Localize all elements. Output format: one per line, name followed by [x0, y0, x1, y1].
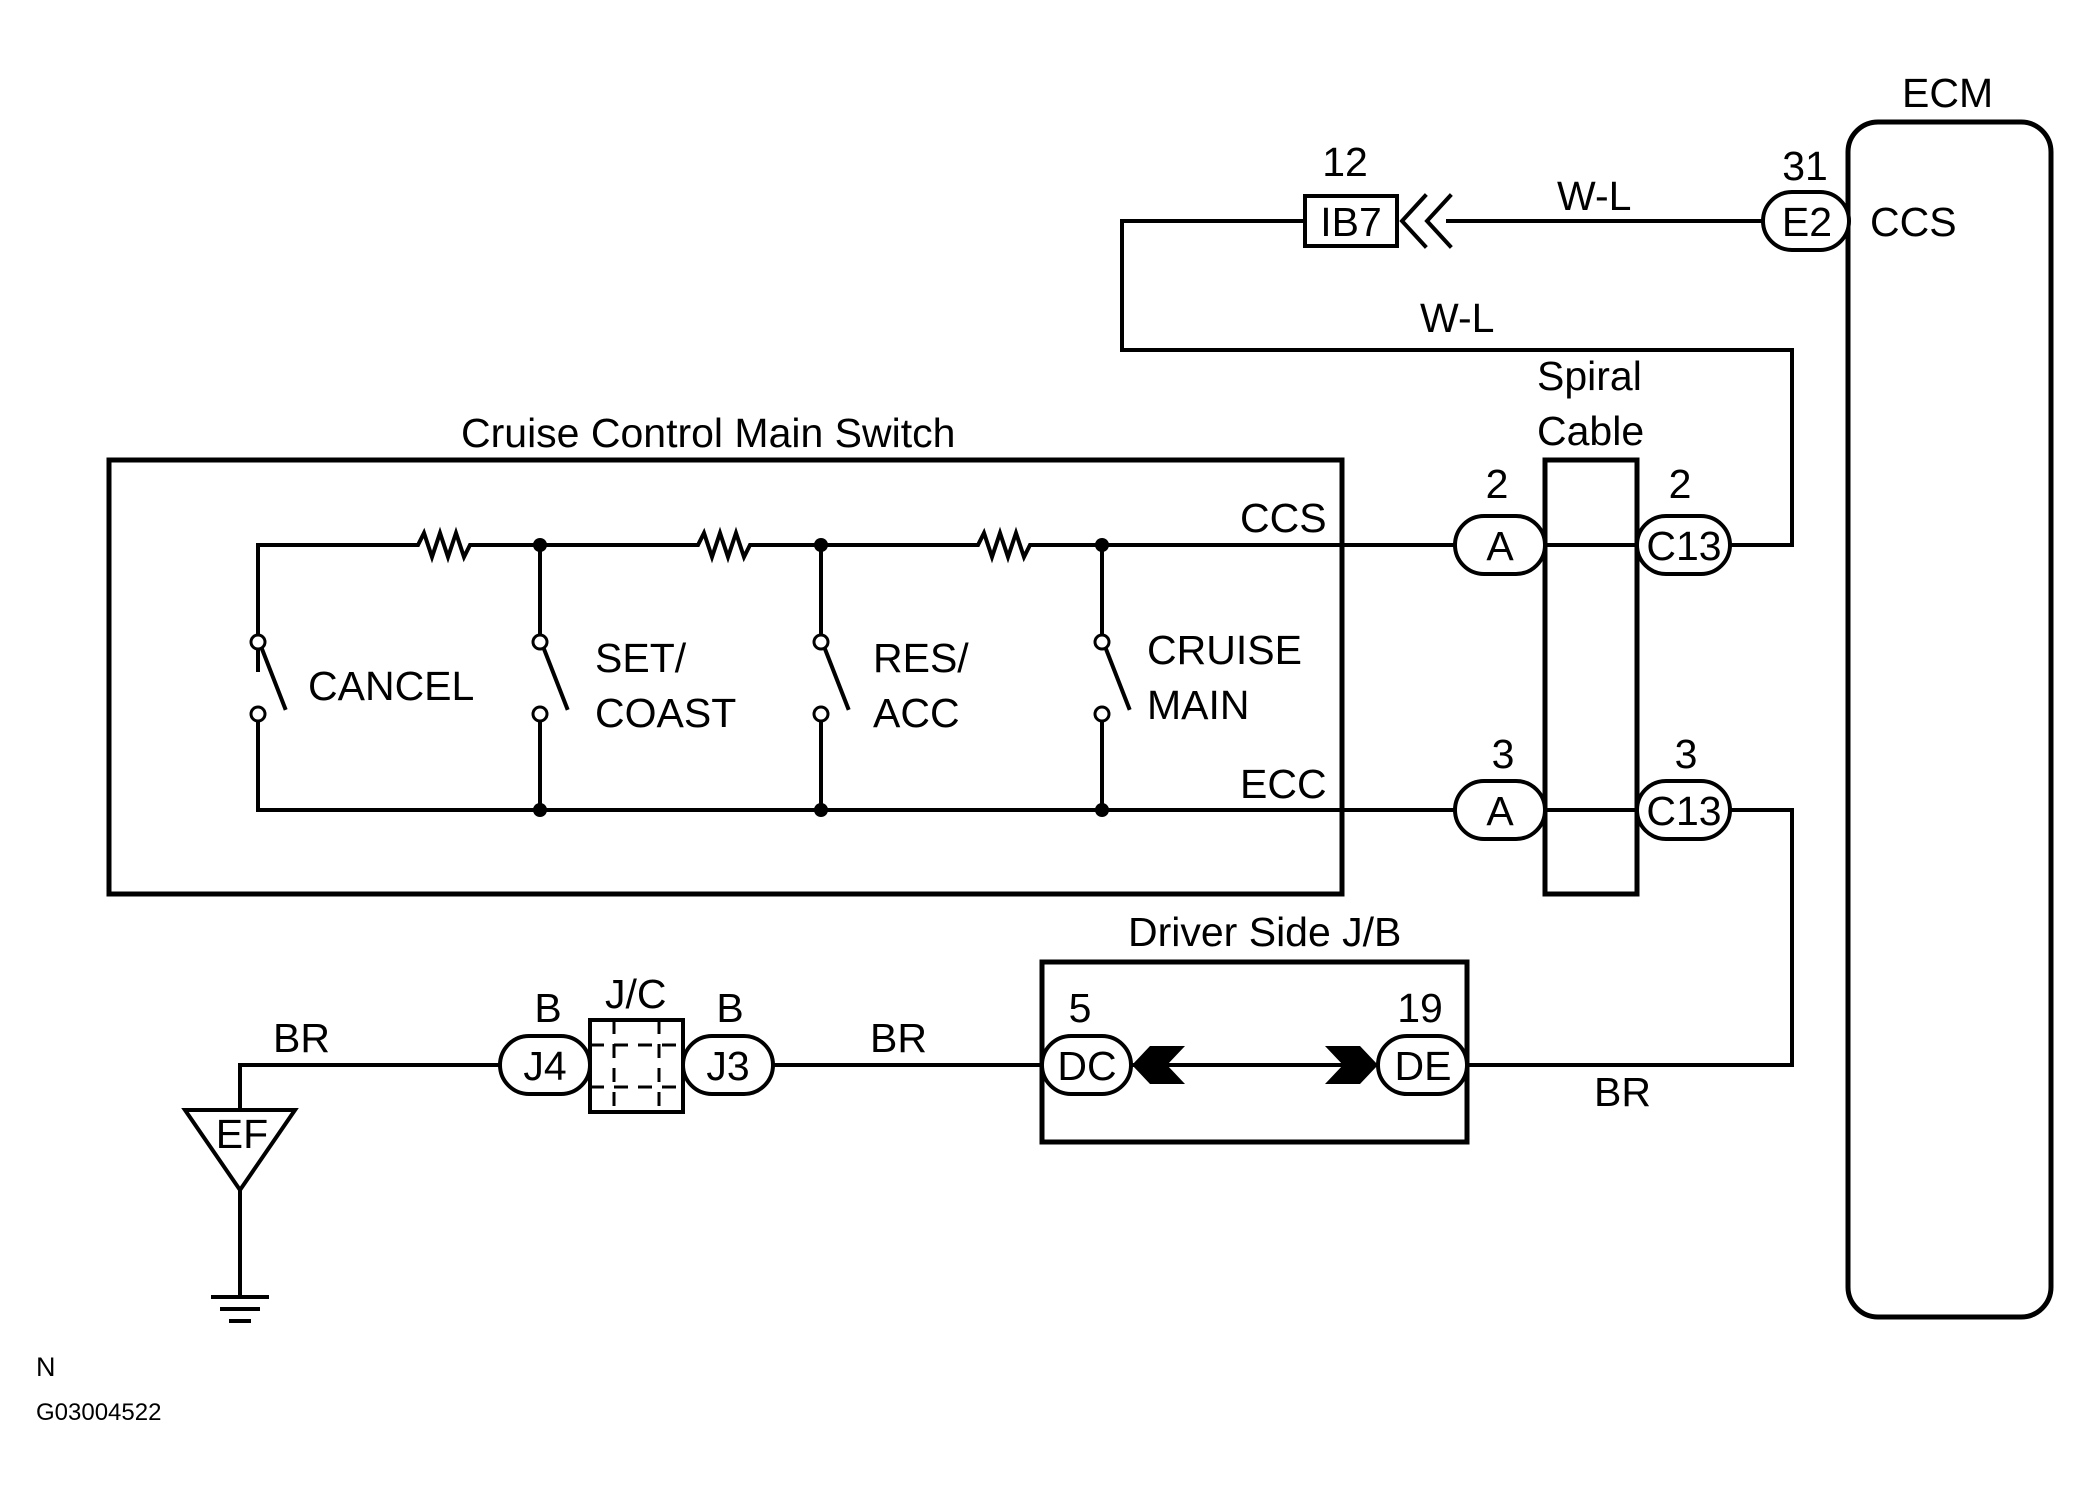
jc-inner-dashes [590, 1020, 683, 1112]
line-label-ccs: CCS [1240, 495, 1327, 541]
jb-title: Driver Side J/B [1128, 909, 1401, 955]
ecm-ccs-label: CCS [1870, 199, 1957, 245]
connector-j4-code: J4 [523, 1043, 566, 1089]
ground-ef-code: EF [216, 1111, 268, 1157]
switch-set-icon [531, 633, 570, 723]
junction-dot [814, 803, 828, 817]
switch-main-label-2: MAIN [1147, 682, 1250, 728]
ecm-block [1845, 119, 2054, 1320]
connector-c13-bot-pin: 3 [1675, 731, 1698, 777]
connector-dc-pin: 5 [1069, 985, 1092, 1031]
switch-set-label-1: SET/ [595, 635, 687, 681]
ground-ef-triangle [181, 1108, 299, 1194]
switch-set-label-2: COAST [595, 690, 736, 736]
junction-dot [533, 538, 547, 552]
footer-letter: N [36, 1352, 56, 1382]
connector-e2 [1761, 190, 1851, 252]
ecc-bus [256, 718, 1457, 812]
connector-j4-pin: B [534, 985, 561, 1031]
switch-res-icon [812, 633, 851, 723]
ground-icon [211, 1188, 269, 1323]
figure-code: G03004522 [36, 1399, 161, 1426]
de-arrow-icon [1325, 1046, 1378, 1084]
wire-label-br-jb: BR [870, 1015, 927, 1061]
connector-j3-pin: B [716, 985, 743, 1031]
wire-label-br-right: BR [1594, 1069, 1651, 1115]
switch-res-label-2: ACC [873, 690, 960, 736]
connector-ib7 [1303, 194, 1399, 248]
jb-box [1039, 959, 1470, 1145]
main-switch-box [106, 457, 1345, 897]
connector-dc-code: DC [1057, 1043, 1116, 1089]
connector-a-top-code: A [1486, 523, 1514, 569]
connector-a-bot [1453, 779, 1547, 841]
wire-br-right [1465, 808, 1794, 1067]
junction-dot [1095, 803, 1109, 817]
wire-label-br-ground: BR [273, 1015, 330, 1061]
connector-e2-pin: 31 [1782, 143, 1828, 189]
spiral-cable-label-1: Spiral [1537, 353, 1642, 399]
connector-a-top [1453, 514, 1547, 576]
connector-j3-code: J3 [706, 1043, 749, 1089]
junction-dot [1095, 538, 1109, 552]
connector-c13-top [1635, 514, 1732, 576]
wire-wl-loop [1120, 219, 1794, 547]
switch-cancel-label: CANCEL [308, 663, 474, 709]
line-label-ecc: ECC [1240, 761, 1327, 807]
connector-e2-code: E2 [1782, 199, 1832, 245]
connector-a-top-pin: 2 [1486, 461, 1509, 507]
wire-label-wl-mid: W-L [1420, 295, 1494, 341]
switch-res-label-1: RES/ [873, 635, 969, 681]
switch-cancel-icon [249, 633, 288, 723]
switch-main-icon [1093, 633, 1132, 723]
jc-box [588, 1018, 685, 1114]
connector-de-code: DE [1395, 1043, 1452, 1089]
connector-a-bot-code: A [1486, 788, 1514, 834]
wire-br-ground [238, 1063, 502, 1112]
connector-j3 [681, 1034, 775, 1096]
connector-a-bot-pin: 3 [1492, 731, 1515, 777]
connector-c13-top-code: C13 [1646, 523, 1721, 569]
dc-arrow-icon [1132, 1046, 1185, 1084]
connector-c13-top-pin: 2 [1669, 461, 1692, 507]
connector-c13-bot-code: C13 [1646, 788, 1721, 834]
wire-label-wl-top: W-L [1557, 173, 1631, 219]
connector-de-pin: 19 [1397, 985, 1443, 1031]
junction-dot [533, 803, 547, 817]
spiral-cable-label-2: Cable [1537, 408, 1644, 454]
junction-dot [814, 538, 828, 552]
ib7-arrow-icon [1399, 193, 1453, 249]
switch-main-label-1: CRUISE [1147, 627, 1302, 673]
jc-title: J/C [605, 971, 667, 1017]
spiral-cable-box [1542, 457, 1640, 897]
connector-ib7-pin: 12 [1322, 139, 1368, 185]
main-switch-title: Cruise Control Main Switch [461, 410, 955, 456]
ecm-title: ECM [1902, 70, 1993, 116]
ccs-bus [256, 526, 1457, 672]
connector-ib7-code: IB7 [1320, 199, 1382, 245]
